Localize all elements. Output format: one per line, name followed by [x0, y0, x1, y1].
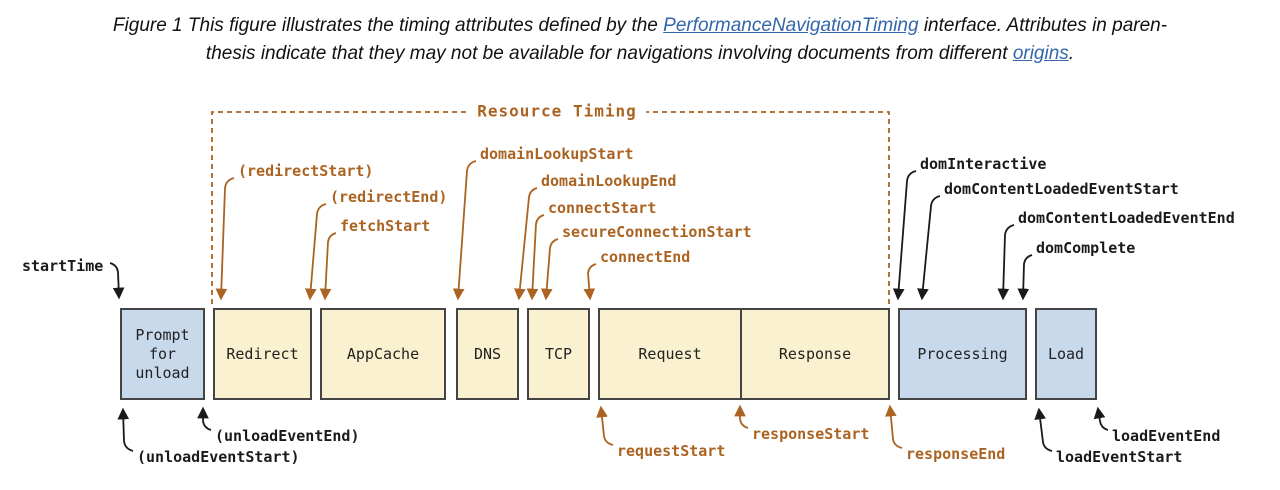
caption-line2-tail: . — [1068, 43, 1075, 64]
label-dom-interactive: domInteractive — [920, 155, 1047, 173]
label-connect-end: connectEnd — [600, 248, 691, 266]
label-load-event-start: loadEventStart — [1056, 448, 1183, 466]
arrow-unload-event-end — [197, 406, 212, 431]
caption-line1-tail: interface. Attributes in paren- — [918, 15, 1168, 36]
figure-caption: Figure 1 This figure illustrates the tim… — [0, 12, 1280, 68]
arrow-load-event-start — [1034, 407, 1053, 452]
label-dom-complete: domComplete — [1036, 239, 1136, 257]
box-redirect-label: Redirect — [226, 344, 299, 363]
resource-timing-label: Resource Timing — [468, 101, 646, 121]
box-request: Request — [598, 308, 742, 400]
caption-line2-text: thesis indicate that they may not be ava… — [205, 43, 1013, 64]
arrow-fetch-start — [319, 232, 337, 301]
label-request-start: requestStart — [617, 442, 726, 460]
label-domain-lookup-end: domainLookupEnd — [541, 172, 677, 190]
label-unload-event-start: (unloadEventStart) — [137, 448, 300, 466]
arrow-dom-complete — [1017, 254, 1033, 301]
label-secure-connection-start: secureConnectionStart — [562, 223, 752, 241]
label-unload-event-end: (unloadEventEnd) — [215, 427, 360, 445]
box-load-label: Load — [1047, 344, 1085, 363]
arrow-connect-start — [526, 214, 545, 301]
origins-link[interactable]: origins — [1012, 43, 1069, 64]
arrow-redirect-end — [304, 203, 327, 301]
box-appcache: AppCache — [320, 308, 446, 400]
label-response-start: responseStart — [752, 425, 870, 443]
box-request-label: Request — [638, 344, 702, 363]
performance-navigation-timing-link[interactable]: PerformanceNavigationTiming — [663, 15, 919, 36]
label-start-time: startTime — [22, 257, 104, 275]
arrow-secure-connection-start — [540, 238, 559, 301]
arrow-dom-content-loaded-event-end — [997, 224, 1015, 301]
arrow-domain-lookup-end — [514, 187, 538, 301]
label-domain-lookup-start: domainLookupStart — [480, 145, 634, 163]
box-load: Load — [1035, 308, 1097, 400]
caption-line1-text: Figure 1 This figure illustrates the tim… — [112, 15, 664, 36]
arrow-connect-end — [583, 263, 597, 301]
label-connect-start: connectStart — [548, 199, 657, 217]
box-processing: Processing — [898, 308, 1027, 400]
arrow-domain-lookup-start — [452, 160, 477, 301]
box-dns-label: DNS — [473, 344, 502, 363]
label-redirect-end: (redirectEnd) — [330, 188, 448, 206]
arrow-response-start — [734, 404, 749, 429]
label-dom-content-loaded-event-end: domContentLoadedEventEnd — [1018, 209, 1235, 227]
label-fetch-start: fetchStart — [340, 217, 431, 235]
label-redirect-start: (redirectStart) — [238, 162, 374, 180]
arrow-dom-content-loaded-event-start — [917, 195, 941, 301]
box-processing-label: Processing — [917, 344, 1008, 363]
arrow-request-start — [596, 405, 614, 446]
box-tcp: TCP — [527, 308, 590, 400]
arrow-start-time — [109, 262, 125, 300]
label-load-event-end: loadEventEnd — [1112, 427, 1221, 445]
box-redirect: Redirect — [213, 308, 312, 400]
arrow-dom-interactive — [892, 170, 917, 301]
box-response-label: Response — [778, 344, 852, 363]
box-prompt-for-unload: Prompt for unload — [120, 308, 205, 400]
box-dns: DNS — [456, 308, 519, 400]
label-response-end: responseEnd — [906, 445, 1006, 463]
label-dom-content-loaded-event-start: domContentLoadedEventStart — [944, 180, 1179, 198]
box-prompt-label: Prompt for unload — [135, 325, 190, 382]
arrow-redirect-start — [215, 177, 235, 301]
box-response: Response — [742, 308, 890, 400]
box-appcache-label: AppCache — [346, 344, 420, 363]
box-tcp-label: TCP — [544, 344, 573, 363]
arrow-load-event-end — [1093, 406, 1109, 431]
arrow-unload-event-start — [117, 407, 134, 452]
arrow-response-end — [885, 404, 903, 449]
